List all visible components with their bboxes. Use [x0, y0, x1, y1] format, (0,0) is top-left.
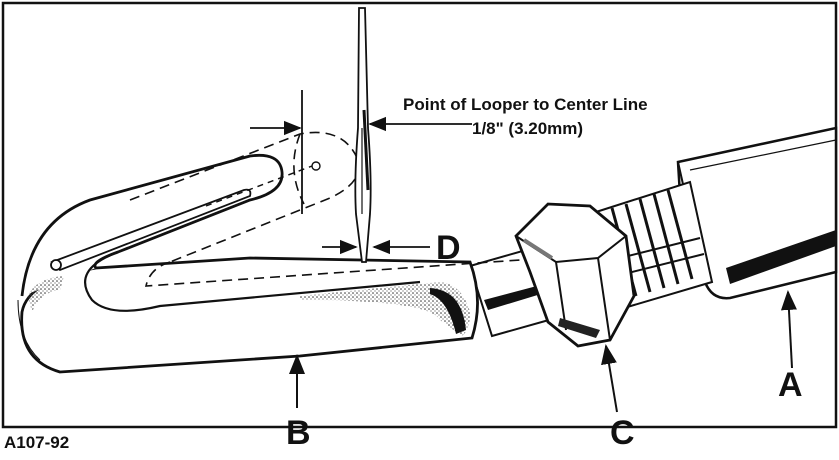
label-b-callout: B — [286, 354, 311, 452]
phantom-dimension-marker — [250, 90, 303, 214]
annotation-line2: 1/8" (3.20mm) — [472, 119, 583, 138]
hex-nut — [514, 202, 636, 348]
label-a-callout: A — [778, 290, 803, 404]
center-line-dimension: Point of Looper to Center Line 1/8" (3.2… — [368, 95, 648, 138]
dimension-d: D — [322, 229, 461, 267]
looper-holder-housing — [676, 126, 838, 300]
needle — [354, 7, 372, 263]
figure-id: A107-92 — [4, 433, 69, 452]
label-d: D — [436, 229, 461, 267]
label-b: B — [286, 414, 311, 452]
looper-phantom-position — [129, 131, 521, 287]
label-a: A — [778, 366, 803, 404]
label-c: C — [610, 414, 635, 452]
annotation-line1: Point of Looper to Center Line — [403, 95, 648, 114]
label-c-callout: C — [601, 344, 635, 452]
looper-hook — [17, 153, 479, 374]
